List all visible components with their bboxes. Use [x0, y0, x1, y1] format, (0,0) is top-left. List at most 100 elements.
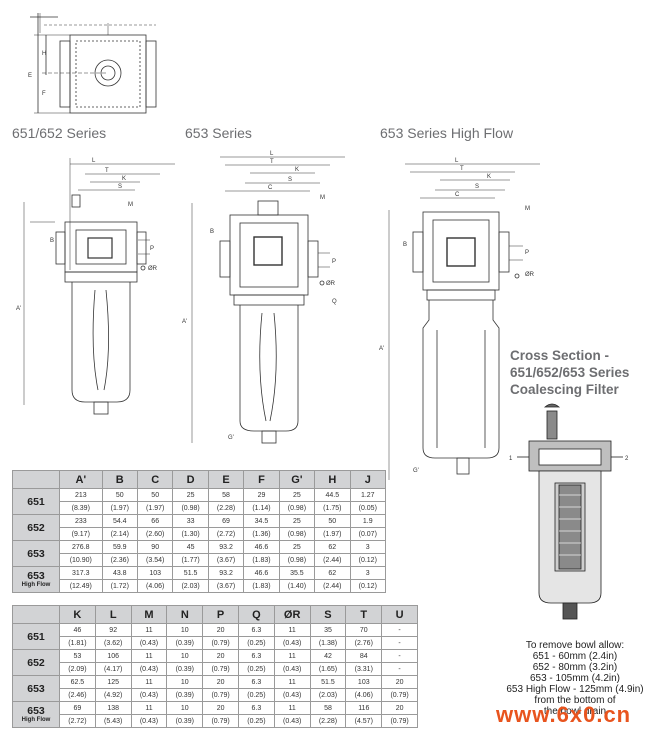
table2-value-in: (0.39): [166, 688, 204, 702]
table1-value-mm: 103: [136, 566, 174, 580]
port-2-label: 2: [625, 456, 629, 462]
table1-model-cell: 651: [12, 488, 60, 515]
table2-value-mm: 6.3: [237, 623, 275, 637]
dim-label-g-hf: G': [413, 468, 419, 474]
table2-value-mm: 10: [166, 649, 204, 663]
table1-header-row: A' B C D E F G' H J: [12, 470, 387, 489]
model-subtitle: High Flow: [21, 582, 51, 588]
table1-row-in: (9.17)(2.14)(2.60)(1.30)(2.72)(1.36)(0.9…: [13, 527, 387, 541]
table2-value-in: (0.43): [130, 662, 168, 676]
table2-value-in: (0.79): [202, 662, 239, 676]
dim-label-p-hf: P: [525, 250, 529, 256]
table1-value-in: (4.06): [136, 579, 174, 593]
series-title-653: 653 Series: [185, 125, 252, 141]
table1-value-mm: 90: [136, 540, 174, 554]
table1-value-in: (2.44): [314, 579, 351, 593]
table1-value-in: (2.28): [207, 501, 245, 515]
table2-value-in: (2.03): [309, 688, 347, 702]
table2-value-mm: 84: [345, 649, 383, 663]
model-number: 652: [27, 656, 45, 669]
table1-value-in: (1.97): [314, 527, 351, 541]
table2-header: P: [202, 605, 239, 624]
table2-value-in: (2.28): [309, 714, 347, 728]
table1-value-in: (0.98): [278, 501, 316, 515]
table2-value-mm: 6.3: [237, 649, 275, 663]
table1-value-in: (0.12): [349, 553, 387, 567]
table2-value-in: -: [381, 636, 418, 650]
table1-value-mm: 62: [314, 566, 351, 580]
table2-value-mm: 92: [94, 623, 132, 637]
table2-value-mm: 70: [345, 623, 383, 637]
table2-value-in: (0.39): [166, 662, 204, 676]
table1-value-in: (1.83): [243, 579, 280, 593]
cross-section-drawing: 1 2: [509, 403, 629, 620]
table1-value-mm: 43.8: [101, 566, 138, 580]
filter-651-652-drawing: L T K S M B P ØR A': [16, 158, 175, 415]
table1-value-mm: 93.2: [207, 566, 245, 580]
dim-label-k-hf: K: [487, 174, 491, 180]
table2-corner: [12, 605, 60, 624]
table2-value-mm: 10: [166, 623, 204, 637]
table2-value-in: (4.06): [345, 688, 383, 702]
table2-value-mm: 20: [381, 701, 418, 715]
table2-value-mm: 138: [94, 701, 132, 715]
bowl-note-line: the bowl drain: [543, 706, 607, 717]
dim-label-p: P: [150, 246, 154, 252]
table1-value-mm: 3: [349, 566, 387, 580]
table1-header: J: [349, 470, 387, 489]
table2-value-mm: 11: [273, 623, 311, 637]
dim-label-p-653: P: [332, 259, 336, 265]
table1-value-in: (8.39): [59, 501, 103, 515]
table2-value-mm: -: [381, 649, 418, 663]
cross-section-title-line1: Cross Section -: [510, 348, 610, 363]
table1-value-in: (1.75): [314, 501, 351, 515]
port-1-label: 1: [509, 456, 513, 462]
table2-header: M: [130, 605, 168, 624]
dim-label-e: E: [28, 73, 32, 79]
table2-value-mm: 125: [94, 675, 132, 689]
table2-header: T: [345, 605, 383, 624]
table2-value-mm: 6.3: [237, 701, 275, 715]
dim-label-t-hf: T: [460, 166, 464, 172]
table2-value-mm: -: [381, 623, 418, 637]
table2-header: U: [381, 605, 418, 624]
table1-value-mm: 276.8: [59, 540, 103, 554]
table1-value-in: (1.97): [101, 501, 138, 515]
table2-header: N: [166, 605, 204, 624]
table1-value-in: (2.44): [314, 553, 351, 567]
table2-value-in: (2.46): [59, 688, 96, 702]
table2-value-mm: 53: [59, 649, 96, 663]
cross-section-title-line2: 651/652/653 Series: [510, 365, 630, 380]
table2-value-in: (4.17): [94, 662, 132, 676]
table1-value-in: (3.54): [136, 553, 174, 567]
table1-value-mm: 45: [172, 540, 209, 554]
table1-value-in: (0.98): [278, 553, 316, 567]
table2-value-mm: 42: [309, 649, 347, 663]
table2-value-in: (0.43): [273, 688, 311, 702]
table1-value-in: (2.03): [172, 579, 209, 593]
table1-value-in: (1.97): [136, 501, 174, 515]
table1-row-in: (10.90)(2.36)(3.54)(1.77)(3.67)(1.83)(0.…: [13, 553, 387, 567]
table1-value-mm: 35.5: [278, 566, 316, 580]
table1-value-mm: 34.5: [243, 514, 280, 528]
table1-value-mm: 25: [278, 540, 316, 554]
dim-label-l-hf: L: [455, 158, 459, 164]
table2-header-row: K L M N P Q ØR S T U: [12, 605, 418, 624]
table2-value-in: (3.31): [345, 662, 383, 676]
table1-value-in: (1.30): [172, 527, 209, 541]
watermark: www.6x0.cn: [496, 702, 632, 727]
table1-header: F: [243, 470, 280, 489]
dim-label-g-653: G': [228, 435, 234, 441]
dim-label-t: T: [105, 168, 109, 174]
model-subtitle: High Flow: [21, 717, 51, 723]
table1-value-in: (1.77): [172, 553, 209, 567]
table1-value-in: (2.60): [136, 527, 174, 541]
table2-value-in: (2.72): [59, 714, 96, 728]
table1-value-mm: 1.9: [349, 514, 387, 528]
